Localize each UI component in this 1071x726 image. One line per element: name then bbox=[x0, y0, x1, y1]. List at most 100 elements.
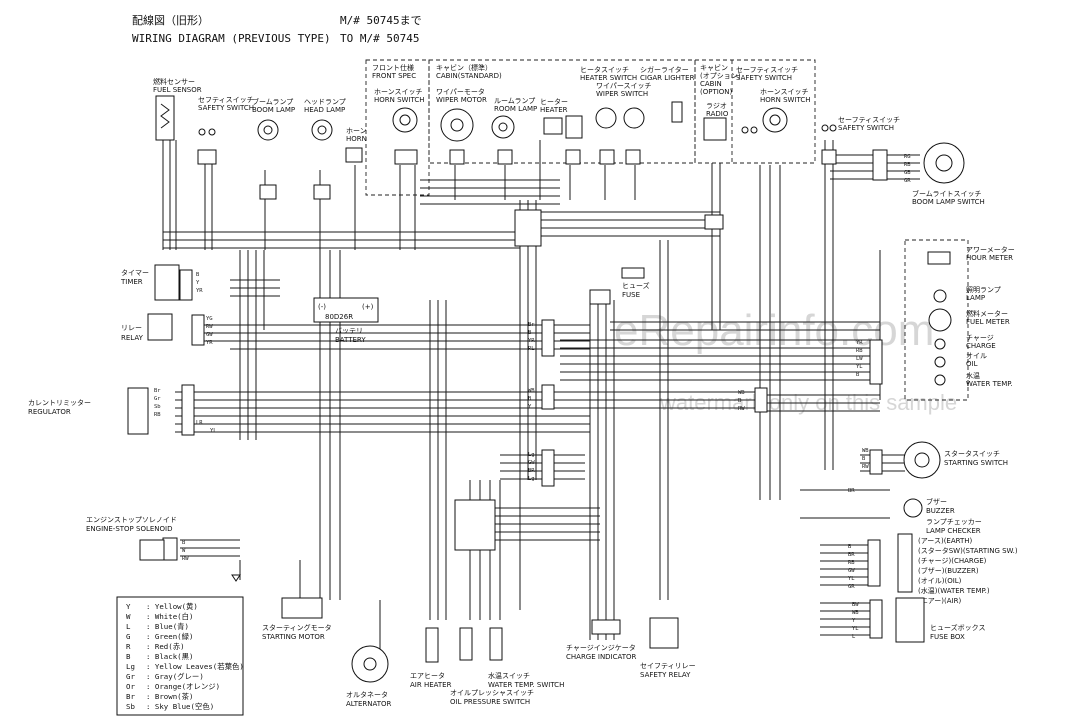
cabin-opt-jp: キャビン bbox=[700, 63, 728, 72]
front-spec-en: FRONT SPEC bbox=[372, 72, 416, 80]
water-temp-sw-en: WATER TEMP. SWITCH bbox=[488, 681, 564, 689]
charge-jp: チャージ bbox=[966, 334, 994, 342]
wc-cl-3: BR bbox=[528, 468, 535, 474]
wc-es-3: RW bbox=[182, 556, 189, 562]
boom-lamp: ブームランプ BOOM LAMP bbox=[252, 97, 295, 141]
wire-code-labels: B Y YR YG RW GW YR Br Gr Sb RB LR YL Br … bbox=[154, 154, 911, 640]
legend-code: B bbox=[126, 652, 131, 661]
fuel-sensor: 燃料センサー FUEL SENSOR bbox=[153, 77, 202, 141]
lamp-checker-en: LAMP CHECKER bbox=[926, 527, 981, 535]
meter-box bbox=[904, 239, 969, 401]
wc-bs-4: GR bbox=[904, 178, 911, 184]
heater-jp: ヒーター bbox=[540, 97, 568, 106]
lamp-checker-item-6: (水温)(WATER TEMP.) bbox=[918, 586, 990, 595]
radio: ラジオ RADIO bbox=[703, 102, 729, 141]
wc-fb-2: WB bbox=[852, 610, 859, 616]
title-jp: 配線図（旧形） bbox=[132, 13, 209, 27]
safety-switch-right: セーフティスイッチ SAFETY SWITCH bbox=[821, 116, 900, 132]
wc-es-2: W bbox=[182, 548, 186, 554]
wc-bs-3: GB bbox=[904, 170, 911, 176]
wc-reg-6: YL bbox=[210, 428, 217, 434]
svg-text:(+): (+) bbox=[362, 303, 374, 311]
horn-sw-en: HORN SWITCH bbox=[374, 96, 425, 104]
horn-en: HORN bbox=[346, 135, 367, 143]
heater-en: HEATER bbox=[540, 106, 568, 114]
wc-rm-3: LW bbox=[856, 356, 863, 362]
safety-sw-en: SAFETY SWITCH bbox=[198, 104, 254, 112]
heater-sw-jp: ヒータスイッチ bbox=[580, 65, 629, 74]
alternator-jp: オルタネータ bbox=[346, 690, 388, 699]
radio-en: RADIO bbox=[706, 110, 729, 118]
legend-text: : Black(黒) bbox=[146, 652, 193, 661]
timer-en: TIMER bbox=[120, 278, 143, 286]
engine-stop-en: ENGINE-STOP SOLENOID bbox=[86, 525, 173, 533]
timer: タイマー TIMER bbox=[120, 264, 180, 301]
starting-sw-jp: スタータスイッチ bbox=[944, 449, 1000, 458]
boom-light-sw-en: BOOM LAMP SWITCH bbox=[912, 198, 985, 206]
boom-lamp-jp: ブームランプ bbox=[252, 97, 293, 106]
regulator-en: REGULATOR bbox=[28, 408, 71, 416]
title-en: WIRING DIAGRAM (PREVIOUS TYPE) bbox=[132, 32, 331, 45]
wc-cl-4: Lg bbox=[528, 476, 535, 482]
wire-harness bbox=[162, 140, 920, 660]
model-en: TO M/# 50745 bbox=[340, 32, 419, 45]
lamp-checker-item-4: (ブザー)(BUZZER) bbox=[918, 566, 979, 575]
room-lamp-jp: ルームランプ bbox=[494, 97, 535, 105]
oil-en: OIL bbox=[966, 360, 978, 368]
legend-code: R bbox=[126, 642, 131, 651]
air-heater-jp: エアヒータ bbox=[410, 671, 445, 680]
water-temp-en: WATER TEMP. bbox=[966, 380, 1013, 388]
horn-jp: ホーン bbox=[346, 127, 367, 135]
head-lamp-jp: ヘッドランプ bbox=[304, 98, 346, 106]
wc-rmid-3: RW bbox=[738, 406, 745, 412]
wiper-motor-jp: ワイパーモータ bbox=[436, 87, 485, 96]
wc-ct-3: YR bbox=[528, 338, 535, 344]
safety-relay: セイフティリレー SAFETY RELAY bbox=[640, 617, 696, 679]
horn: ホーン HORN bbox=[345, 127, 367, 163]
lamp-en: LAMP bbox=[966, 294, 985, 302]
horn-sw2-en: HORN SWITCH bbox=[760, 96, 811, 104]
cabin-std-en: CABIN(STANDARD) bbox=[436, 72, 502, 80]
battery: (-)(+) 80D26R バッテリ BATTERY bbox=[313, 297, 379, 344]
starting-motor-en: STARTING MOTOR bbox=[262, 633, 325, 641]
wiper-sw-jp: ワイパースイッチ bbox=[596, 82, 652, 90]
wc-timer-3: YR bbox=[196, 288, 203, 294]
horn-sw2-jp: ホーンスイッチ bbox=[760, 88, 809, 96]
cigar-en: CIGAR LIGHTER bbox=[640, 74, 695, 82]
wiper-motor-en: WIPER MOTOR bbox=[436, 96, 487, 104]
wc-lc-4: GW bbox=[848, 568, 855, 574]
safety-relay-en: SAFETY RELAY bbox=[640, 671, 691, 679]
wc-reg-3: Sb bbox=[154, 404, 161, 410]
lamp-checker-jp: ランプチェッカー bbox=[926, 518, 982, 526]
wc-relay-3: GW bbox=[206, 332, 213, 338]
safety-sw-jp: セフティスイッチ bbox=[198, 96, 254, 104]
wc-relay-1: YG bbox=[206, 316, 213, 322]
battery-en: BATTERY bbox=[335, 336, 366, 344]
boom-light-sw-jp: ブームライトスイッチ bbox=[912, 189, 981, 198]
group-boxes: フロント仕様 FRONT SPEC キャビン（標準） CABIN(STANDAR… bbox=[365, 59, 969, 401]
oil-pressure-switch: オイルプレッシャスイッチ OIL PRESSURE SWITCH bbox=[450, 627, 534, 706]
title-block: 配線図（旧形） WIRING DIAGRAM (PREVIOUS TYPE) M… bbox=[132, 13, 422, 45]
buzzer-en: BUZZER bbox=[926, 507, 955, 515]
legend-text: : Green(緑) bbox=[146, 632, 193, 641]
buzzer-jp: ブザー bbox=[926, 497, 947, 506]
lamp-checker-item-1: (アース)(EARTH) bbox=[918, 537, 973, 545]
fuel-sensor-en: FUEL SENSOR bbox=[153, 86, 202, 94]
lamp-checker-item-7: (エアー)(AIR) bbox=[918, 597, 961, 605]
timer-jp: タイマー bbox=[121, 268, 149, 277]
wc-lc-3: RB bbox=[848, 560, 855, 566]
head-lamp: ヘッドランプ HEAD LAMP bbox=[304, 98, 346, 141]
wc-rm-5: B bbox=[856, 372, 860, 378]
wc-fb-5: L bbox=[852, 634, 856, 640]
safety-sw3-en: SAFETY SWITCH bbox=[838, 124, 894, 132]
legend-code: Y bbox=[126, 602, 131, 611]
lamp-checker-item-2: (スタータSW)(STARTING SW.) bbox=[918, 546, 1018, 555]
wc-timer-2: Y bbox=[196, 280, 200, 286]
wc-bs-1: RG bbox=[904, 154, 911, 160]
wc-lc-5: YL bbox=[848, 576, 855, 582]
heater: ヒーター HEATER bbox=[540, 97, 568, 135]
wc-st-3: RW bbox=[862, 464, 869, 470]
hour-meter-jp: アワーメーター bbox=[966, 245, 1015, 254]
wc-reg-2: Gr bbox=[154, 396, 161, 402]
lamp-jp: 照明ランプ bbox=[966, 286, 1001, 294]
